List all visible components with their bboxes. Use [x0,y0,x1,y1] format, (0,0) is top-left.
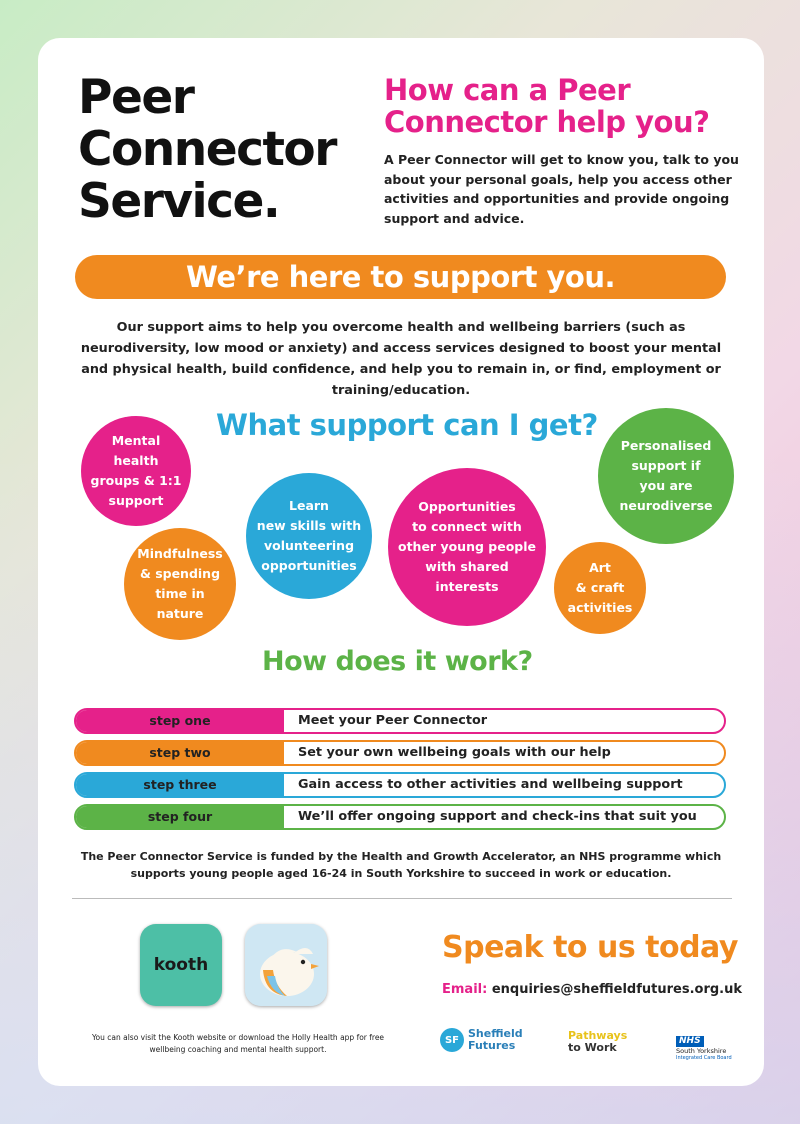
help-body: A Peer Connector will get to know you, t… [384,152,739,226]
step-row: step two Set your own wellbeing goals wi… [74,740,726,766]
bubble-neurodiverse: Personalised support if you are neurodiv… [598,408,734,544]
contact-heading: Speak to us today [442,930,738,965]
sheffield-futures-logo: SF Sheffield Futures [440,1028,523,1052]
step-row: step four We’ll offer ongoing support an… [74,804,726,830]
step-label: step three [76,774,284,796]
email-label: Email: [442,982,488,997]
email-link[interactable]: enquiries@sheffieldfutures.org.uk [491,982,743,997]
poster-card: Peer Connector Service. How can a Peer C… [38,38,764,1086]
page-title: Peer Connector Service. [78,70,337,229]
intro-text: Our support aims to help you overcome he… [80,320,722,398]
support-banner: We’re here to support you. [75,255,726,299]
bubble-mental-health: Mental health groups & 1:1 support [81,416,191,526]
step-label: step one [76,710,284,732]
divider [72,898,732,899]
holly-health-app-icon[interactable] [245,924,327,1006]
step-row: step one Meet your Peer Connector [74,708,726,734]
kooth-app-icon[interactable]: kooth [140,924,222,1006]
bubble-art-craft: Art & craft activities [554,542,646,634]
step-text: Set your own wellbeing goals with our he… [298,745,611,760]
funding-note: The Peer Connector Service is funded by … [80,850,722,880]
step-row: step three Gain access to other activiti… [74,772,726,798]
work-heading: How does it work? [262,646,533,677]
pathways-to-work-logo: Pathways to Work [568,1029,628,1054]
bubble-learn-skills: Learn new skills with volunteering oppor… [246,473,372,599]
bubble-connect: Opportunities to connect with other youn… [388,468,546,626]
step-text: We’ll offer ongoing support and check-in… [298,809,697,824]
step-label: step two [76,742,284,764]
kooth-logo-text: kooth [153,955,209,975]
support-heading: What support can I get? [216,408,598,442]
bubble-mindfulness: Mindfulness & spending time in nature [124,528,236,640]
nhs-logo: NHS South Yorkshire Integrated Care Boar… [676,1036,732,1061]
help-heading: How can a Peer Connector help you? [384,73,710,139]
apps-note: You can also visit the Kooth website or … [91,1033,385,1054]
email-line: Email: enquiries@sheffieldfutures.org.uk [442,982,742,997]
step-text: Gain access to other activities and well… [298,777,683,792]
step-label: step four [76,806,284,828]
step-text: Meet your Peer Connector [298,713,488,728]
bird-icon [245,924,327,1006]
sf-logo-mark: SF [440,1028,464,1052]
